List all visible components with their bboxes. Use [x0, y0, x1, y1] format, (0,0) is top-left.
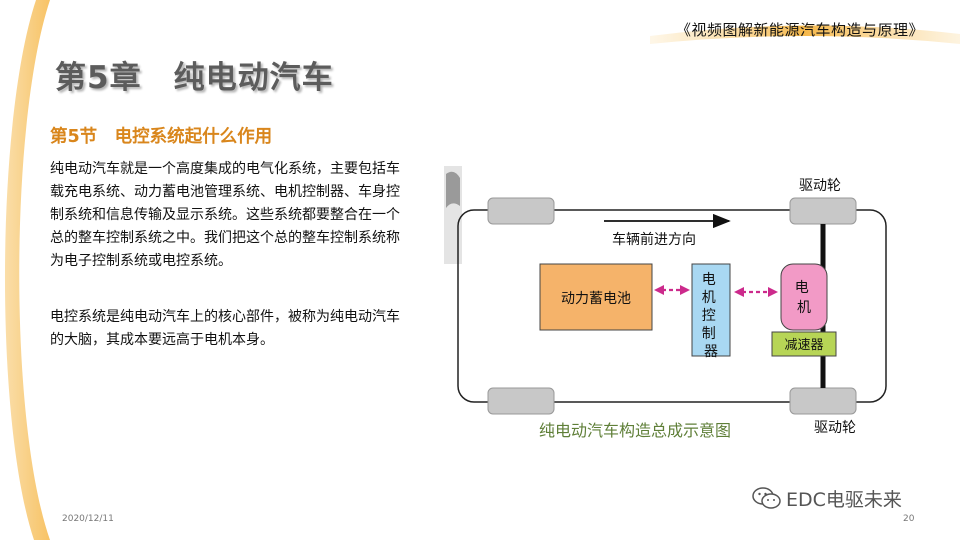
chapter-title: 第5章 纯电动汽车 [55, 60, 334, 96]
section-title: 第5节 电控系统起什么作用 [50, 127, 273, 147]
decorative-left-arc [4, 0, 50, 540]
footer-date: 2020/12/11 [62, 514, 114, 524]
battery-label: 动力蓄电池 [561, 291, 631, 307]
rear-left-wheel [487, 387, 555, 415]
controller-label-char-1: 电 [702, 272, 716, 288]
motor-label: 电 机 [795, 280, 813, 316]
drive-wheel-bottom [789, 387, 857, 415]
battery-box [539, 263, 653, 331]
controller-box [691, 263, 731, 357]
body-paragraph-2: 电控系统是纯电动汽车上的核心部件，被称为纯电动汽车的大脑，其成本要远高于电机本身… [50, 309, 400, 348]
watermark-text: EDC电驱未来 [786, 489, 902, 511]
controller-label-char-4: 制 [702, 326, 716, 342]
body-paragraph-1: 纯电动汽车就是一个高度集成的电气化系统，主要包括车载充电系统、动力蓄电池管理系统… [50, 161, 400, 269]
controller-label: 电 机 控 制 器 [702, 272, 720, 360]
direction-label: 车辆前进方向 [612, 231, 696, 248]
controller-motor-link [734, 287, 778, 297]
drive-wheel-top-label: 驱动轮 [799, 178, 841, 194]
ev-structure-diagram: 车辆前进方向 动力蓄电池 电 机 控 制 器 电 机 减速器 驱动轮 驱动轮 纯… [444, 166, 887, 440]
motor-box [780, 263, 828, 331]
vehicle-frame [457, 209, 887, 403]
controller-label-char-3: 控 [702, 308, 716, 324]
controller-label-char-5: 器 [704, 344, 718, 360]
controller-label-char-2: 机 [702, 290, 716, 306]
front-left-wheel [487, 197, 555, 225]
drive-wheel-top [789, 197, 857, 225]
header-banner [650, 25, 960, 44]
reducer-box [771, 331, 837, 357]
reducer-label: 减速器 [784, 338, 823, 353]
diagram-caption: 纯电动汽车构造总成示意图 [539, 421, 731, 440]
motor-label-char-1: 电 [795, 280, 809, 296]
motor-label-char-2: 机 [797, 300, 811, 316]
watermark: EDC电驱未来 [752, 484, 952, 512]
book-title: 《视频图解新能源汽车构造与原理》 [676, 21, 925, 39]
wechat-icon [752, 487, 781, 509]
page-number: 20 [903, 514, 915, 524]
battery-controller-link [654, 285, 690, 295]
drive-wheel-bottom-label: 驱动轮 [814, 420, 856, 436]
